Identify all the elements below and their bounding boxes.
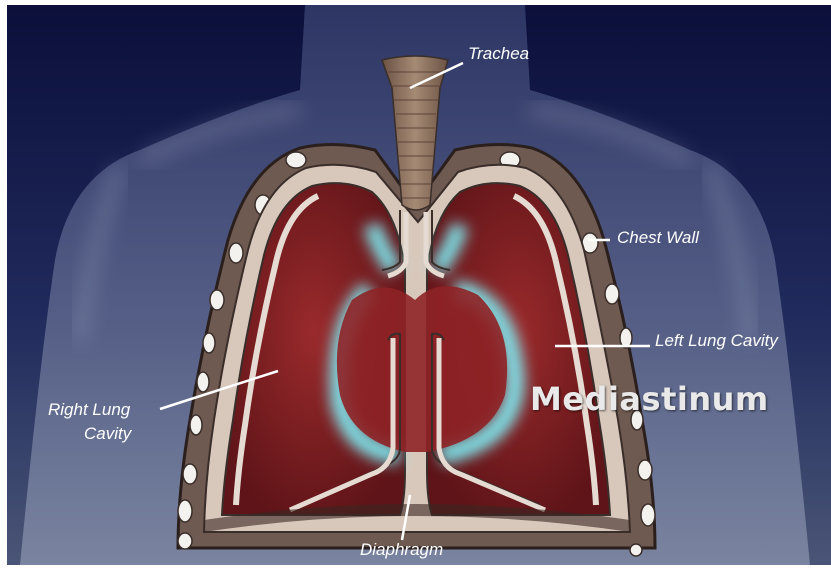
left-lung-cavity-label: Left Lung Cavity [655,331,778,351]
trachea-label: Trachea [468,44,529,64]
right-lung-cavity-label-line1: Right Lung [48,400,130,420]
mediastinum [337,286,507,452]
right-lung-cavity-label-line2: Cavity [84,424,131,444]
mediastinum-label: Mediastinum [530,380,769,418]
diaphragm-label: Diaphragm [360,540,443,560]
chest-wall-label: Chest Wall [617,228,699,248]
